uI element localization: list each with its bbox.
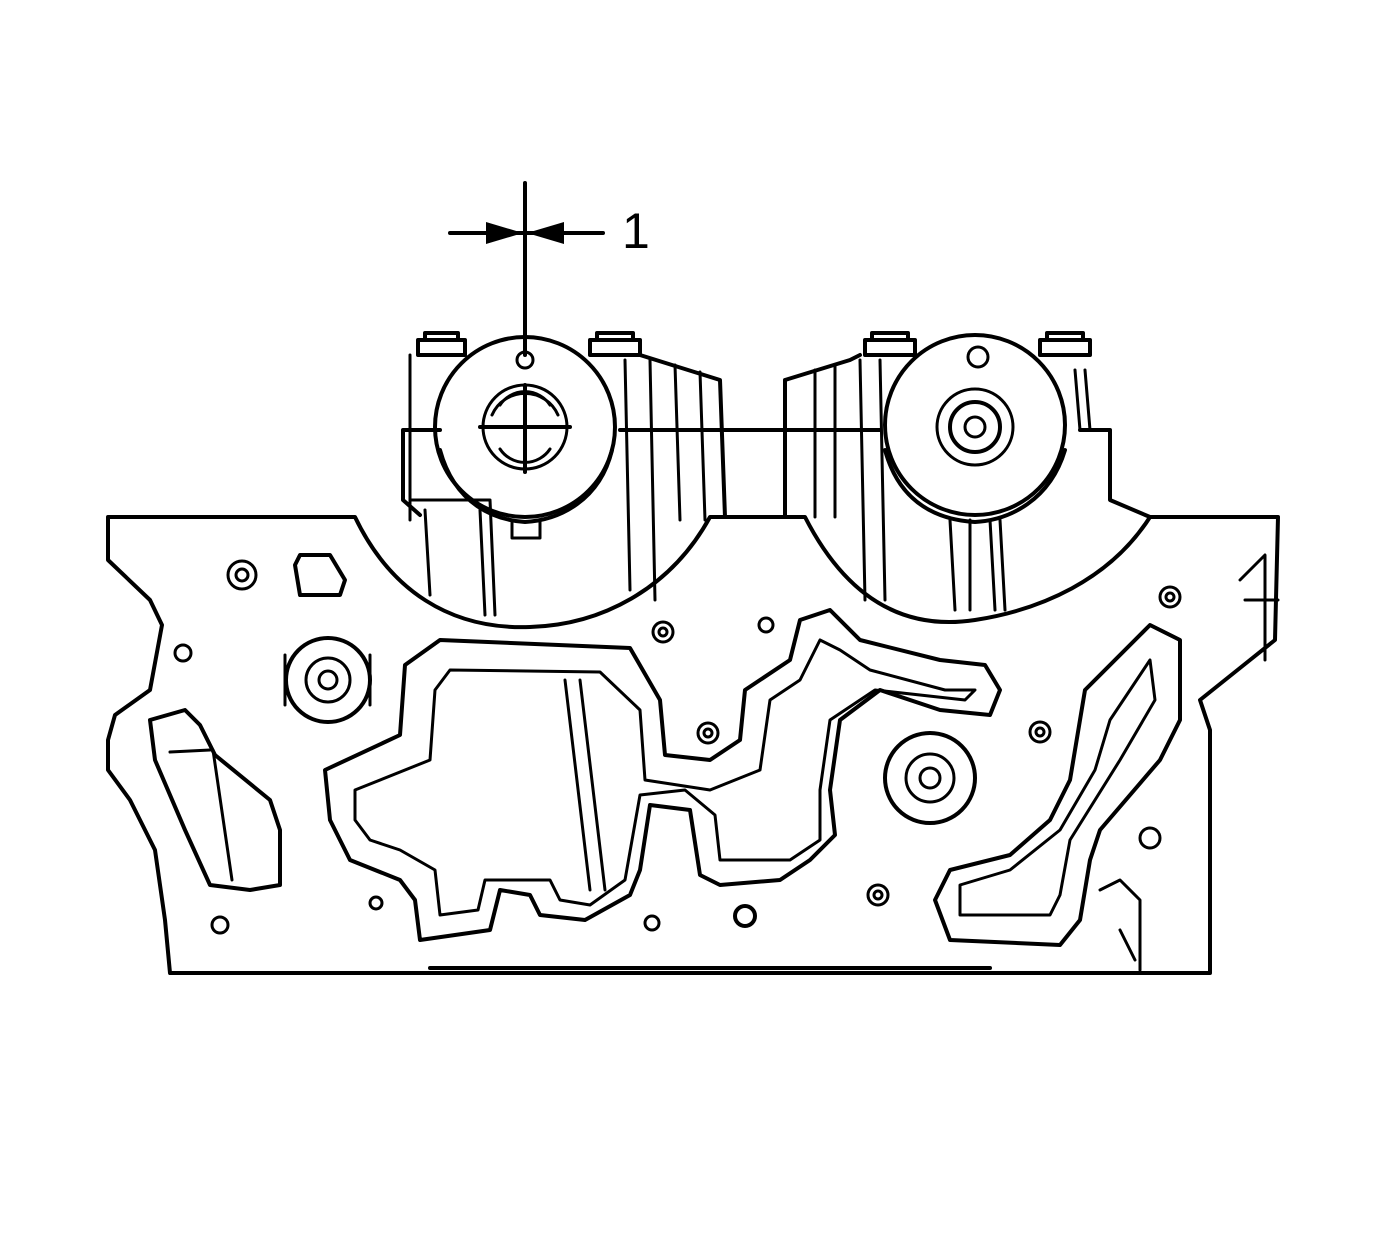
bolt-hole bbox=[702, 727, 714, 739]
bolt-hole bbox=[1028, 720, 1052, 744]
right-spark-bore-outer bbox=[883, 731, 977, 825]
left-spark-bore-collar bbox=[283, 653, 372, 707]
bolt-hole bbox=[1158, 585, 1182, 609]
bores bbox=[173, 553, 1182, 935]
right-spark-bore-inner bbox=[918, 766, 942, 790]
left-tower-outline bbox=[401, 353, 882, 519]
right-side-step bbox=[1238, 553, 1280, 662]
bolt-hole bbox=[210, 915, 230, 935]
bolt-hole bbox=[651, 620, 675, 644]
bolt-hole bbox=[696, 721, 720, 745]
water-jacket-outer bbox=[323, 608, 1002, 942]
bolt-hole bbox=[866, 883, 890, 907]
cylinder-head-body bbox=[106, 515, 1280, 975]
left-cam-tower bbox=[401, 331, 882, 617]
head-outline bbox=[106, 515, 1280, 975]
right-tower-ribs bbox=[813, 358, 1092, 612]
center-diagonal-rib bbox=[563, 678, 607, 892]
right-tower-outline bbox=[783, 353, 1152, 519]
right-lower-pocket bbox=[1098, 878, 1142, 972]
left-cavity-rib-b bbox=[211, 748, 234, 882]
head-passages bbox=[148, 608, 1182, 972]
right-sprocket-hub-outer bbox=[935, 387, 1015, 467]
left-tower-ribs bbox=[408, 353, 707, 617]
left-spark-bore-inner bbox=[317, 669, 339, 691]
right-cam-tower bbox=[783, 331, 1152, 612]
left-upper-pocket bbox=[293, 553, 347, 597]
left-sprocket-tab bbox=[510, 520, 542, 540]
bolt-hole bbox=[234, 567, 250, 583]
right-bolt-b bbox=[1038, 331, 1092, 357]
left-sprocket-lower-rim bbox=[438, 448, 614, 524]
right-cavity bbox=[933, 623, 1182, 947]
right-spark-bore-mid bbox=[904, 752, 956, 804]
bolt-hole bbox=[1138, 826, 1162, 850]
right-sprocket-lower-rim bbox=[883, 448, 1067, 524]
left-camshaft-sprocket bbox=[433, 335, 617, 519]
bolt-hole bbox=[173, 643, 193, 663]
left-cavity-rib-a bbox=[168, 748, 212, 754]
left-cavity bbox=[148, 708, 282, 892]
bolt-hole bbox=[643, 914, 661, 932]
bolt-hole bbox=[368, 895, 384, 911]
right-camshaft-sprocket bbox=[883, 333, 1067, 517]
right-bolt-a bbox=[863, 331, 917, 357]
bolt-hole bbox=[1164, 591, 1176, 603]
bolt-hole bbox=[657, 626, 669, 638]
right-cavity-inner bbox=[958, 658, 1157, 917]
left-sprocket-timing-mark bbox=[515, 350, 535, 370]
alignment-dimension: 1 bbox=[448, 181, 650, 357]
bolt-hole bbox=[757, 616, 775, 634]
right-sprocket-hub-inner bbox=[948, 400, 1002, 454]
left-bolt-a bbox=[416, 331, 467, 357]
water-jacket-inner bbox=[353, 638, 977, 917]
bolt-hole bbox=[226, 559, 258, 591]
arrow-right-icon bbox=[486, 222, 523, 244]
bolt-hole bbox=[1034, 726, 1046, 738]
arrow-left-icon bbox=[527, 222, 564, 244]
left-bolt-b bbox=[588, 331, 642, 357]
left-spark-bore-mid bbox=[304, 656, 352, 704]
right-sprocket-timing-mark bbox=[966, 345, 990, 369]
right-sprocket-hub-bore bbox=[963, 415, 987, 439]
bolt-hole bbox=[872, 889, 884, 901]
bolt-hole bbox=[733, 904, 757, 928]
left-spark-bore-outer bbox=[284, 636, 372, 724]
callout-label-1: 1 bbox=[622, 203, 650, 259]
